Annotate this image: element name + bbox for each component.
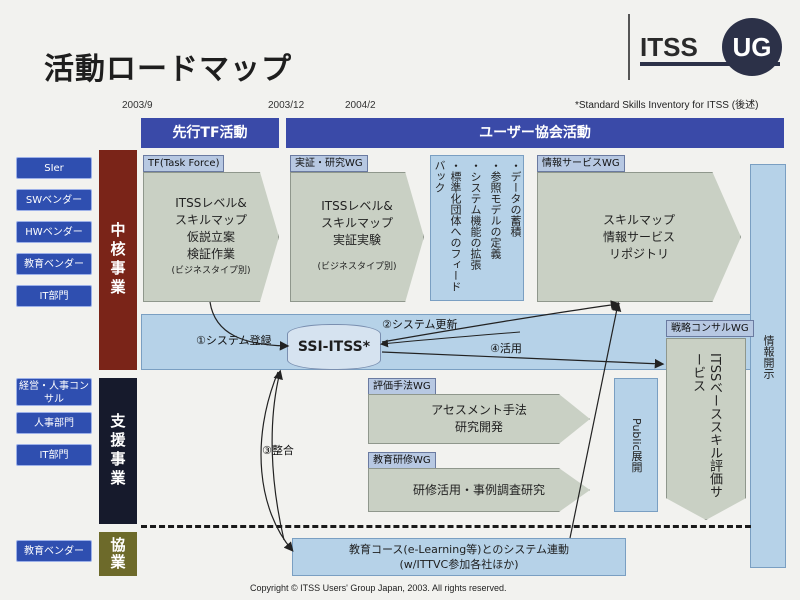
arrow-bottom-to-info [569,301,622,539]
standardization-box: ・データの蓄積 ・参照モデルの定義 ・システム機能の拡張 ・標準化団体へのフィー… [430,155,524,301]
tf-line: 検証作業 [186,246,235,261]
footnote: *Standard Skills Inventory for ITSS (後述) [575,100,759,111]
logo-itss-text: ITSS [640,32,698,62]
header-pre-tf: 先行TF活動 [141,118,279,148]
info-line: リポジトリ [608,246,669,261]
strategy-arrow-box: ITSSベーススキル評価サービス [666,338,746,520]
eval-line: アセスメント手法 [431,403,527,417]
left-box-sier: SIer [16,157,92,179]
info-line: スキルマップ [602,212,675,227]
separator-dashed [141,525,751,528]
wg-verify-tag: 実証・研究WG [290,155,368,172]
tf-line: 仮説立案 [186,229,235,244]
copyright: Copyright © ITSS Users' Group Japan, 200… [250,583,507,593]
elearning-band: 教育コース(e-Learning等)とのシステム連動 (w/ITTVC参加各社ほ… [292,538,626,576]
label-use: ④活用 [490,342,522,355]
strategy-text: ITSSベーススキル評価サービス [690,353,722,499]
left-box-edu-vendor-2: 教育ベンダー [16,540,92,562]
category-assoc: 協業 [99,532,137,576]
arrow-align-up [271,369,285,541]
left-box-mgmt-consul: 経営・人事コンサル [16,378,92,406]
left-box-hw-vendor: HWベンダー [16,221,92,243]
date-2003-9: 2003/9 [122,100,153,111]
arrow-register [209,301,290,351]
left-box-it-dept-2: IT部門 [16,444,92,466]
wg-verify-sub: (ビジネスタイプ別) [317,262,397,272]
page-title: 活動ロードマップ [44,52,292,87]
date-2003-12: 2003/12 [268,100,305,111]
arrow-align [260,371,294,552]
left-box-hr-dept: 人事部門 [16,412,92,434]
elearning-line: 教育コース(e-Learning等)とのシステム連動 [348,543,570,556]
label-system-update: ②システム更新 [382,318,458,331]
label-align: ③整合 [262,444,294,457]
tf-arrow-box: ITSSレベル& スキルマップ 仮説立案 検証作業 (ビジネスタイプ別) [143,172,279,302]
ssi-itss-label: SSI-ITSS* [297,339,371,355]
wg-verify-line: ITSSレベル& [321,199,393,213]
date-2004-2: 2004/2 [345,100,376,111]
logo-ug-circle: UG [722,18,782,76]
public-expansion-box: Public展開 [614,378,658,512]
itss-ug-logo: ITSS UG [628,14,788,80]
category-support: 支援事業 [99,378,137,524]
edu-line: 研修活用・事例調査研究 [412,482,545,497]
left-box-it-dept: IT部門 [16,285,92,307]
info-line: 情報サービス [602,229,675,244]
left-box-edu-vendor: 教育ベンダー [16,253,92,275]
info-disclosure-label: 情報開示 [762,335,775,379]
arrow-update-back [380,331,521,348]
eval-line: 研究開発 [454,420,503,434]
tf-tag: TF(Task Force) [143,155,225,172]
ssi-band [141,314,753,370]
std-item: ・データの蓄積 [509,160,522,237]
edu-wg-arrow-box: 研修活用・事例調査研究 [368,468,590,512]
ssi-itss-database: SSI-ITSS* [287,324,381,370]
wg-verify-line: 実証実験 [332,233,381,247]
elearning-line: (w/ITTVC参加各社ほか) [399,558,519,571]
logo-underline [640,62,780,66]
info-service-arrow-box: スキルマップ 情報サービス リポジトリ [537,172,741,302]
eval-wg-arrow-box: アセスメント手法 研究開発 [368,394,590,444]
label-system-register: ①システム登録 [196,334,272,347]
wg-verify-arrow-box: ITSSレベル& スキルマップ 実証実験 (ビジネスタイプ別) [290,172,424,302]
tf-line: スキルマップ [174,212,247,227]
std-item: ・標準化団体へのフィードバック [433,160,462,292]
category-core: 中核事業 [99,150,137,370]
std-item: ・参照モデルの定義 [489,160,502,259]
arrow-update [381,300,621,343]
left-box-sw-vendor: SWベンダー [16,189,92,211]
std-item: ・システム機能の拡張 [469,160,482,270]
arrow-use [381,351,665,369]
tf-line: ITSSレベル& [175,195,247,210]
header-user-assoc: ユーザー協会活動 [286,118,784,148]
wg-verify-line: スキルマップ [320,216,393,230]
tf-sub: (ビジネスタイプ別) [171,265,251,276]
strategy-tag: 戦略コンサルWG [666,320,754,337]
info-service-tag: 情報サービスWG [537,155,625,172]
info-disclosure-column: 情報開示 [750,164,786,568]
public-label: Public展開 [630,417,643,473]
